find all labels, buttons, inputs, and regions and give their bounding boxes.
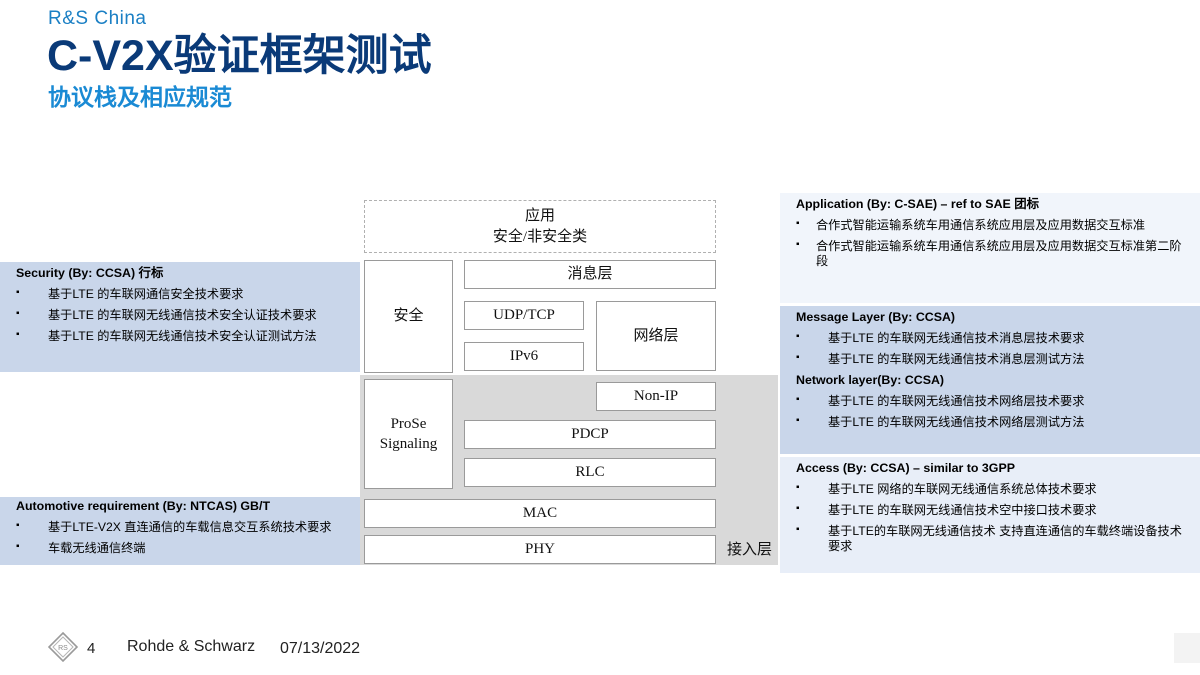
message-network-panel: Message Layer (By: CCSA) 基于LTE 的车联网无线通信技… — [780, 306, 1200, 454]
list-item: 基于LTE的车联网无线通信技术 支持直连通信的车载终端设备技术要求 — [796, 524, 1188, 555]
network-layer-box: 网络层 — [596, 301, 716, 371]
list-item: 基于LTE 的车联网无线通信技术空中接口技术要求 — [796, 503, 1188, 518]
list-item: 车载无线通信终端 — [16, 541, 348, 556]
list-item: 基于LTE 的车联网无线通信技术网络层技术要求 — [796, 394, 1188, 409]
network-heading: Network layer(By: CCSA) — [796, 373, 945, 387]
list-item: 基于LTE 的车联网通信安全技术要求 — [16, 287, 348, 302]
signaling-label: Signaling — [379, 436, 438, 452]
rohde-schwarz-logo-icon: RS — [48, 632, 78, 662]
security-list: 基于LTE 的车联网通信安全技术要求 基于LTE 的车联网无线通信技术安全认证技… — [16, 287, 348, 345]
application-panel: Application (By: C-SAE) – ref to SAE 团标 … — [780, 193, 1200, 303]
automotive-panel: Automotive requirement (By: NTCAS) GB/T … — [0, 497, 360, 565]
page-title: C-V2X验证框架测试 — [47, 32, 432, 80]
non-ip-box: Non-IP — [596, 382, 716, 411]
application-list: 合作式智能运输系统车用通信系统应用层及应用数据交互标准 合作式智能运输系统车用通… — [796, 218, 1188, 270]
access-layer-label: 接入层 — [727, 542, 773, 558]
network-list: 基于LTE 的车联网无线通信技术网络层技术要求 基于LTE 的车联网无线通信技术… — [796, 394, 1188, 431]
list-item: 基于LTE 网络的车联网无线通信系统总体技术要求 — [796, 482, 1188, 497]
message-heading: Message Layer (By: CCSA) — [796, 310, 956, 324]
list-item: 合作式智能运输系统车用通信系统应用层及应用数据交互标准 — [796, 218, 1188, 233]
message-list: 基于LTE 的车联网无线通信技术消息层技术要求 基于LTE 的车联网无线通信技术… — [796, 331, 1188, 368]
security-panel: Security (By: CCSA) 行标 基于LTE 的车联网通信安全技术要… — [0, 262, 360, 372]
security-heading: Security (By: CCSA) 行标 — [16, 266, 164, 280]
access-list: 基于LTE 网络的车联网无线通信系统总体技术要求 基于LTE 的车联网无线通信技… — [796, 482, 1188, 555]
brand-label: R&S China — [48, 8, 147, 29]
security-layer-box: 安全 — [364, 260, 453, 373]
list-item: 基于LTE 的车联网无线通信技术网络层测试方法 — [796, 415, 1188, 430]
phy-box: PHY — [364, 535, 716, 564]
pdcp-box: PDCP — [464, 420, 716, 449]
corner-placeholder — [1174, 633, 1200, 663]
page-subtitle: 协议栈及相应规范 — [48, 84, 232, 110]
application-heading: Application (By: C-SAE) – ref to SAE 团标 — [796, 197, 1040, 211]
mac-box: MAC — [364, 499, 716, 528]
footer-date: 07/13/2022 — [280, 640, 361, 657]
company-name: Rohde & Schwarz — [127, 638, 256, 655]
prose-signaling-box: ProSe Signaling — [364, 379, 453, 489]
list-item: 基于LTE 的车联网无线通信技术消息层测试方法 — [796, 352, 1188, 367]
automotive-heading: Automotive requirement (By: NTCAS) GB/T — [16, 499, 271, 513]
list-item: 基于LTE 的车联网无线通信技术安全认证技术要求 — [16, 308, 348, 323]
automotive-list: 基于LTE-V2X 直连通信的车载信息交互系统技术要求 车载无线通信终端 — [16, 520, 348, 557]
message-layer-box: 消息层 — [464, 260, 716, 289]
udp-tcp-box: UDP/TCP — [464, 301, 584, 330]
list-item: 合作式智能运输系统车用通信系统应用层及应用数据交互标准第二阶段 — [796, 239, 1188, 270]
access-heading: Access (By: CCSA) – similar to 3GPP — [796, 461, 1015, 475]
application-layer-label: 应用 — [524, 208, 555, 225]
list-item: 基于LTE 的车联网无线通信技术消息层技术要求 — [796, 331, 1188, 346]
prose-label: ProSe — [390, 415, 427, 432]
application-layer-sublabel: 安全/非安全类 — [492, 228, 588, 245]
rlc-box: RLC — [464, 458, 716, 487]
access-panel: Access (By: CCSA) – similar to 3GPP 基于LT… — [780, 457, 1200, 573]
svg-text:RS: RS — [58, 645, 68, 652]
page-number: 4 — [87, 640, 96, 657]
ipv6-box: IPv6 — [464, 342, 584, 371]
application-layer-box: 应用 安全/非安全类 — [364, 200, 716, 253]
list-item: 基于LTE-V2X 直连通信的车载信息交互系统技术要求 — [16, 520, 348, 535]
list-item: 基于LTE 的车联网无线通信技术安全认证测试方法 — [16, 329, 348, 344]
